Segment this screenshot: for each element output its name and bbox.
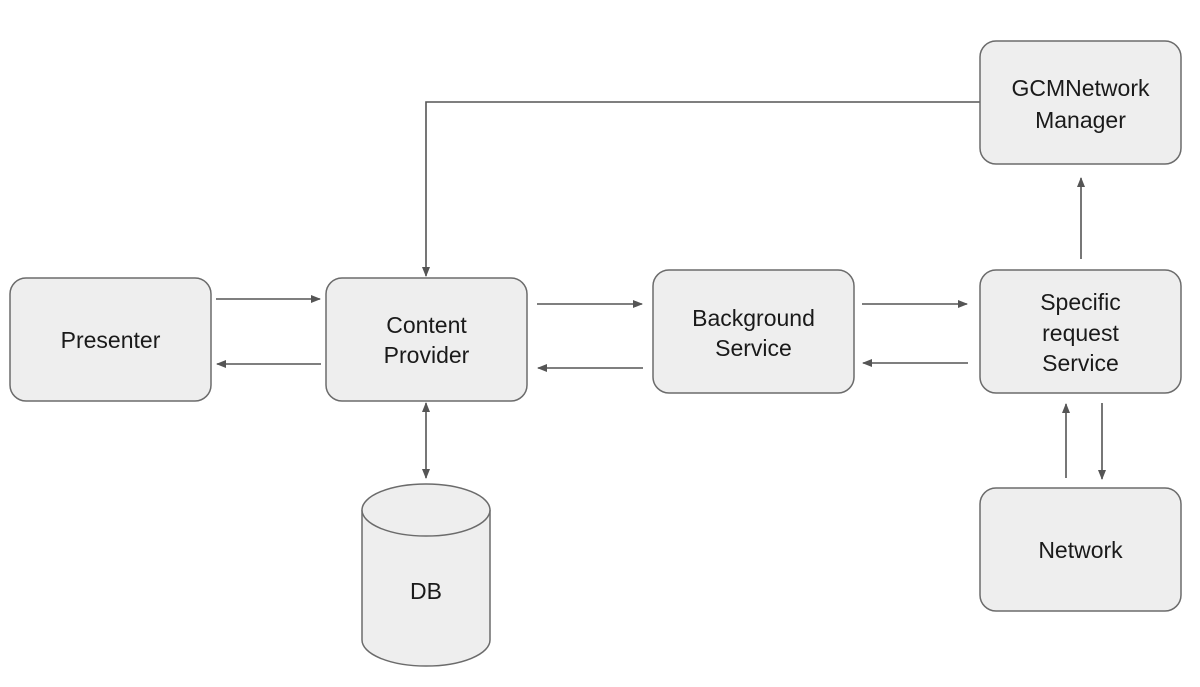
node-content-provider-label-line1: Content: [386, 312, 467, 338]
node-specific-request-service-label-line2: request: [1042, 320, 1119, 346]
node-presenter: Presenter: [9, 277, 212, 402]
node-content-provider-label-line2: Provider: [384, 342, 470, 368]
node-content-provider: Content Provider: [325, 277, 528, 402]
node-specific-request-service: Specific request Service: [979, 269, 1182, 394]
node-presenter-label: Presenter: [61, 327, 161, 353]
connectors: [216, 101, 1106, 480]
node-gcm-network-manager-label-line2: Manager: [1035, 107, 1126, 133]
node-network: Network: [979, 487, 1182, 612]
arrow-gcm-network-manager-to-content-provider: [422, 101, 980, 277]
node-db: DB: [361, 483, 491, 667]
node-background-service-label-line2: Service: [715, 335, 792, 361]
node-specific-request-service-label-line3: Service: [1042, 350, 1119, 376]
node-gcm-network-manager: GCMNetwork Manager: [979, 40, 1182, 165]
db-cylinder-top: [361, 483, 491, 537]
node-background-service: Background Service: [652, 269, 855, 394]
node-db-label: DB: [410, 578, 442, 604]
node-specific-request-service-label-line1: Specific: [1040, 289, 1121, 315]
node-background-service-label-line1: Background: [692, 305, 815, 331]
node-gcm-network-manager-label-line1: GCMNetwork: [1011, 75, 1150, 101]
db-cylinder-body: [361, 510, 491, 667]
node-network-label: Network: [1038, 537, 1123, 563]
